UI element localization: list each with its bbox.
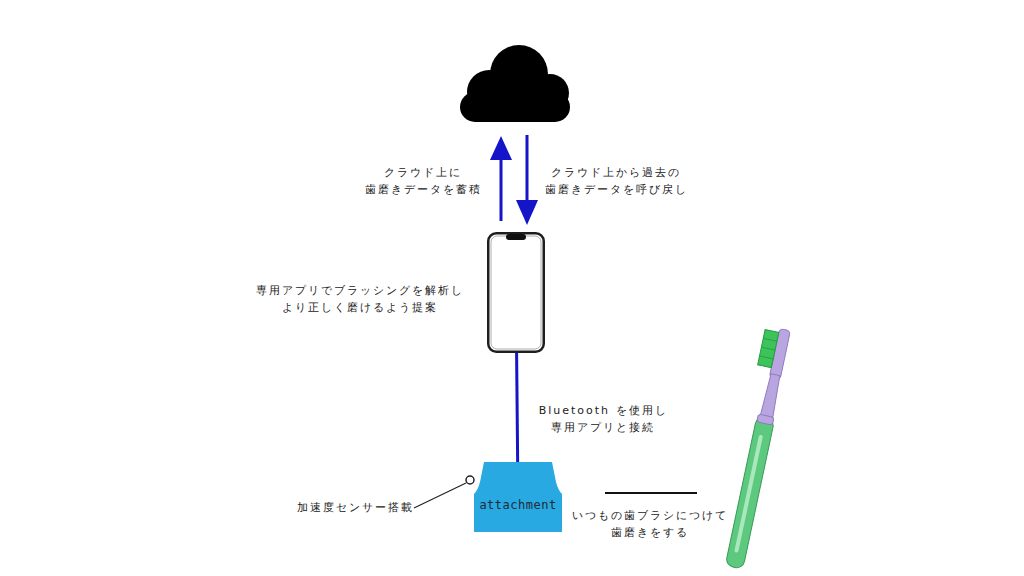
- bristle-line: [760, 356, 774, 359]
- toothbrush-handle: [725, 416, 774, 569]
- annotation-label: クラウド上に 歯磨きデータを蓄積: [365, 164, 482, 198]
- node-description: 専用アプリでブラッシングを解析し より正しく磨けるよう提案: [256, 282, 464, 316]
- annotation-label: クラウド上から過去の 歯磨きデータを呼び戻し: [545, 164, 688, 198]
- toothbrush-bristles: [758, 330, 779, 368]
- toothbrush-illustration: [715, 326, 793, 570]
- bristle-lines: [760, 338, 777, 359]
- arrow-shaft: [500, 155, 503, 221]
- sensor-dot: [466, 476, 474, 484]
- attachment-outline: [474, 462, 562, 532]
- cloud-part: [531, 74, 569, 112]
- annotation-label: 加速度センサー搭載: [297, 499, 414, 516]
- connector-line: [517, 353, 518, 462]
- handle-ring: [757, 414, 774, 425]
- bristle-line: [763, 338, 777, 341]
- arrow-head: [490, 136, 512, 160]
- leader-line: [605, 492, 697, 494]
- phone-screen: [491, 236, 541, 349]
- attachment-node: attachment: [474, 462, 562, 532]
- connector-label: Bluetooth を使用し 専用アプリと接続: [508, 402, 698, 436]
- arrow-head: [516, 200, 538, 225]
- upload-arrow: [490, 136, 512, 221]
- leader-line: [414, 483, 466, 508]
- smartphone-node: 専用アプリでブラッシングを解析し より正しく磨けるよう提案: [487, 232, 545, 353]
- phone-body: [488, 233, 544, 352]
- bristle-line: [761, 347, 775, 350]
- attachment-body: [474, 462, 562, 532]
- cloud-icon: [460, 45, 570, 122]
- phone-notch: [506, 234, 526, 240]
- handle-highlight: [734, 435, 763, 553]
- annotation-label: いつもの歯ブラシにつけて 歯磨きをする: [572, 507, 728, 541]
- phone-outline: [487, 232, 545, 353]
- node-title: attachment: [479, 497, 556, 514]
- download-arrow: [516, 135, 538, 225]
- arrow-shaft: [526, 135, 529, 204]
- connector-layer: [517, 353, 518, 462]
